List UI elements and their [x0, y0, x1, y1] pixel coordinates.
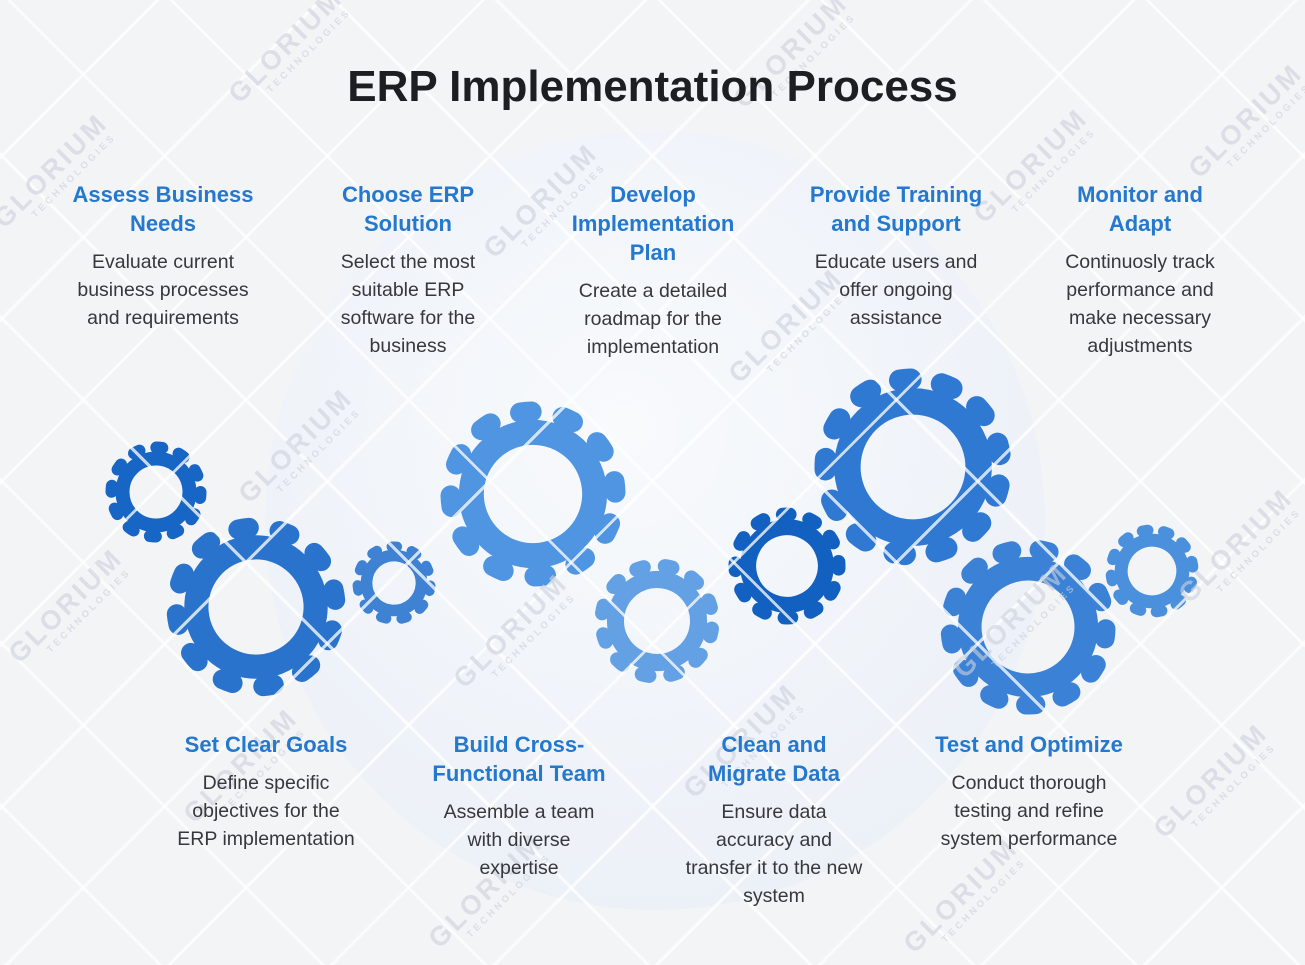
step-monitor-and-adapt: Monitor and Adapt Continuosly track perf…	[1030, 180, 1250, 360]
watermark-brand-text: GLORIUM	[967, 102, 1094, 229]
watermark-brand-text: GLORIUM	[1147, 717, 1274, 844]
step-description: Evaluate current business processes and …	[77, 251, 249, 329]
step-description: Define specific objectives for the ERP i…	[177, 772, 355, 850]
gear-icon	[594, 558, 720, 684]
watermark-sub-text: TECHNOLOGIES	[1009, 126, 1099, 216]
watermark-brand-text: GLORIUM	[897, 832, 1024, 959]
watermark-sub-text: TECHNOLOGIES	[219, 726, 309, 816]
watermark-sub-text: TECHNOLOGIES	[1189, 741, 1279, 831]
watermark-sub-text: TECHNOLOGIES	[29, 131, 119, 221]
gear-icon	[940, 539, 1116, 715]
step-title: Monitor and Adapt	[1077, 182, 1203, 236]
gear-icon	[352, 541, 436, 625]
step-description: Continuosly track performance and make n…	[1065, 251, 1215, 357]
page-title: ERP Implementation Process	[347, 62, 958, 111]
watermark-sub-text: TECHNOLOGIES	[939, 856, 1029, 946]
step-assess-business-needs: Assess Business Needs Evaluate current b…	[53, 180, 273, 332]
watermark-brand-text: GLORIUM	[2, 542, 129, 669]
watermark-brand-text: GLORIUM	[0, 107, 114, 234]
gear-icon	[166, 517, 346, 697]
step-title: Assess Business Needs	[72, 182, 254, 236]
watermark-sub-text: TECHNOLOGIES	[44, 566, 134, 656]
watermark-sub-text: TECHNOLOGIES	[1214, 506, 1304, 596]
watermark-brand-text: GLORIUM	[177, 702, 304, 829]
gear-icon	[1105, 524, 1199, 618]
